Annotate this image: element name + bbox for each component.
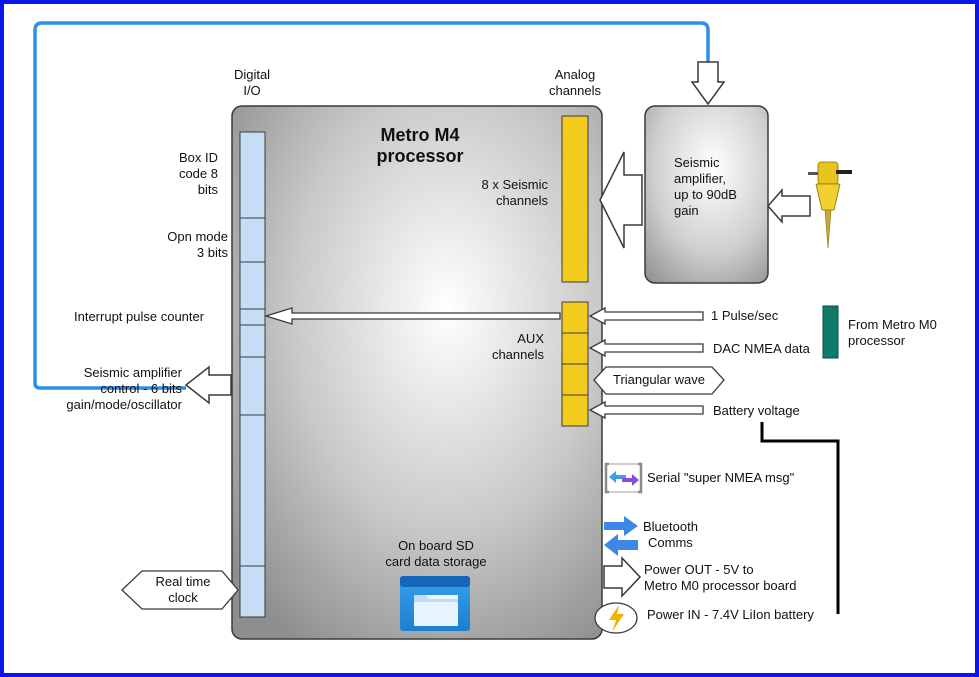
pulse-label: 1 Pulse/sec — [711, 308, 779, 323]
processor-title: Metro M4 processor — [340, 125, 500, 167]
power-in-label: Power IN - 7.4V LiIon battery — [647, 607, 814, 622]
analog-header-line2: channels — [548, 83, 602, 98]
pulse-input-arrow — [588, 306, 704, 326]
amplifier-control-arrow — [184, 365, 232, 405]
amp-control-line2: control - 6 bits — [100, 381, 182, 396]
sd-card-label: On board SD card data storage — [380, 538, 492, 570]
amplifier-line1: Seismic — [674, 155, 720, 170]
interrupt-label: Interrupt pulse counter — [74, 309, 205, 324]
metro-m0-bar — [822, 305, 839, 359]
battery-input-arrow — [588, 400, 704, 420]
from-m0-line2: processor — [848, 333, 906, 348]
serial-label: Serial "super NMEA msg" — [647, 470, 795, 485]
rtc-line2: clock — [168, 590, 198, 605]
seismic-channels-line1: 8 x Seismic — [481, 177, 548, 192]
power-out-arrow — [603, 556, 642, 598]
amplifier-label: Seismic amplifier, up to 90dB gain — [674, 155, 764, 219]
from-m0-label: From Metro M0 processor — [848, 317, 937, 349]
sd-card-line2: card data storage — [385, 554, 487, 569]
folder-icon — [400, 576, 470, 631]
digital-io-header-line1: Digital — [233, 67, 271, 82]
analog-header-line1: Analog — [554, 67, 596, 82]
aux-dividers — [562, 332, 588, 396]
amp-control-line3: gain/mode/oscillator — [66, 397, 182, 412]
seismic-channels-label: 8 x Seismic channels — [440, 177, 548, 209]
digital-io-header-line2: I/O — [243, 83, 261, 98]
digital-io-dividers — [240, 217, 265, 567]
bluetooth-line1: Bluetooth — [643, 519, 698, 534]
opn-mode-line1: Opn mode — [167, 229, 228, 244]
rtc-label: Real time clock — [140, 574, 226, 606]
lightning-icon — [594, 602, 638, 634]
processor-title-line2: processor — [376, 146, 464, 166]
bluetooth-out-arrow — [604, 516, 638, 536]
opn-mode-line2: 3 bits — [196, 245, 228, 260]
amplifier-to-channels-arrow — [599, 151, 643, 249]
amplifier-control-loop — [33, 21, 710, 390]
triangular-wave-shape — [593, 366, 725, 395]
box-id-line2: code 8 — [178, 166, 218, 181]
analog-header: Analog channels — [535, 67, 615, 99]
seismic-sensor-icon — [808, 161, 852, 249]
power-out-line1: Power OUT - 5V to — [644, 562, 754, 577]
bluetooth-label: Bluetooth Comms — [643, 519, 698, 551]
digital-io-header: Digital I/O — [222, 67, 282, 99]
amplifier-input-arrow — [690, 61, 726, 106]
bluetooth-in-arrow — [604, 534, 638, 556]
battery-voltage-line — [760, 422, 840, 614]
serial-arrows-icon — [604, 462, 643, 494]
amplifier-line4: gain — [674, 203, 699, 218]
dac-label: DAC NMEA data — [713, 341, 810, 356]
digital-io-bar — [239, 131, 266, 618]
opn-mode-label: Opn mode 3 bits — [140, 229, 228, 261]
amplifier-line2: amplifier, — [674, 171, 727, 186]
sensor-to-amplifier-arrow — [767, 188, 811, 224]
seismic-channels-bar — [561, 115, 589, 283]
aux-channels-line1: AUX — [517, 331, 544, 346]
amp-control-line1: Seismic amplifier — [83, 365, 182, 380]
amp-control-label: Seismic amplifier control - 6 bits gain/… — [40, 365, 182, 413]
box-id-line1: Box ID — [178, 150, 218, 165]
aux-channels-line2: channels — [491, 347, 544, 362]
power-out-line2: Metro M0 processor board — [644, 578, 797, 593]
sd-card-line1: On board SD — [398, 538, 474, 553]
bluetooth-line2: Comms — [648, 535, 693, 550]
amplifier-line3: up to 90dB — [674, 187, 737, 202]
seismic-channels-line2: channels — [495, 193, 548, 208]
seismic-amplifier-box — [644, 105, 769, 284]
box-id-line3: bits — [197, 182, 218, 197]
processor-title-line1: Metro M4 — [380, 125, 460, 145]
pulse-counter-arrow — [263, 307, 561, 325]
box-id-label: Box ID code 8 bits — [150, 150, 218, 198]
real-time-clock-shape — [121, 570, 239, 610]
power-out-label: Power OUT - 5V to Metro M0 processor boa… — [644, 562, 796, 594]
triangular-label: Triangular wave — [612, 372, 705, 387]
rtc-line1: Real time — [155, 574, 211, 589]
from-m0-line1: From Metro M0 — [848, 317, 937, 332]
aux-channels-label: AUX channels — [460, 331, 544, 363]
dac-input-arrow — [588, 338, 704, 358]
battery-label: Battery voltage — [713, 403, 800, 418]
